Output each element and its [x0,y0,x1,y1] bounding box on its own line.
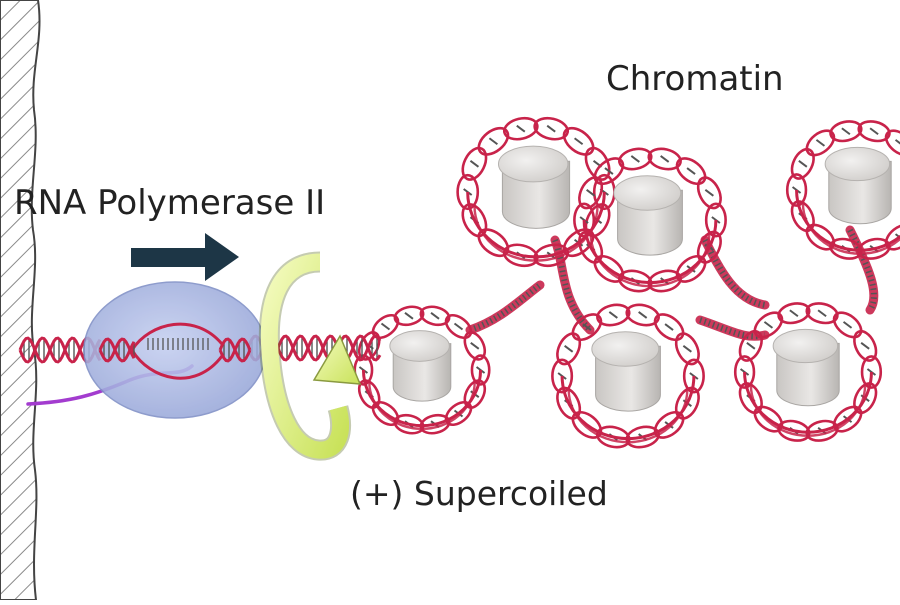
rna-polymerase [83,281,267,419]
nucleosome-group [353,116,900,449]
rotation-arrow-icon [258,251,362,461]
supercoiled-label: (+) Supercoiled [350,474,608,513]
right-arrow-icon [131,233,239,281]
nuclear-wall [0,0,41,601]
rna-polymerase-label: RNA Polymerase II [14,183,326,223]
chromatin-label: Chromatin [606,59,784,99]
